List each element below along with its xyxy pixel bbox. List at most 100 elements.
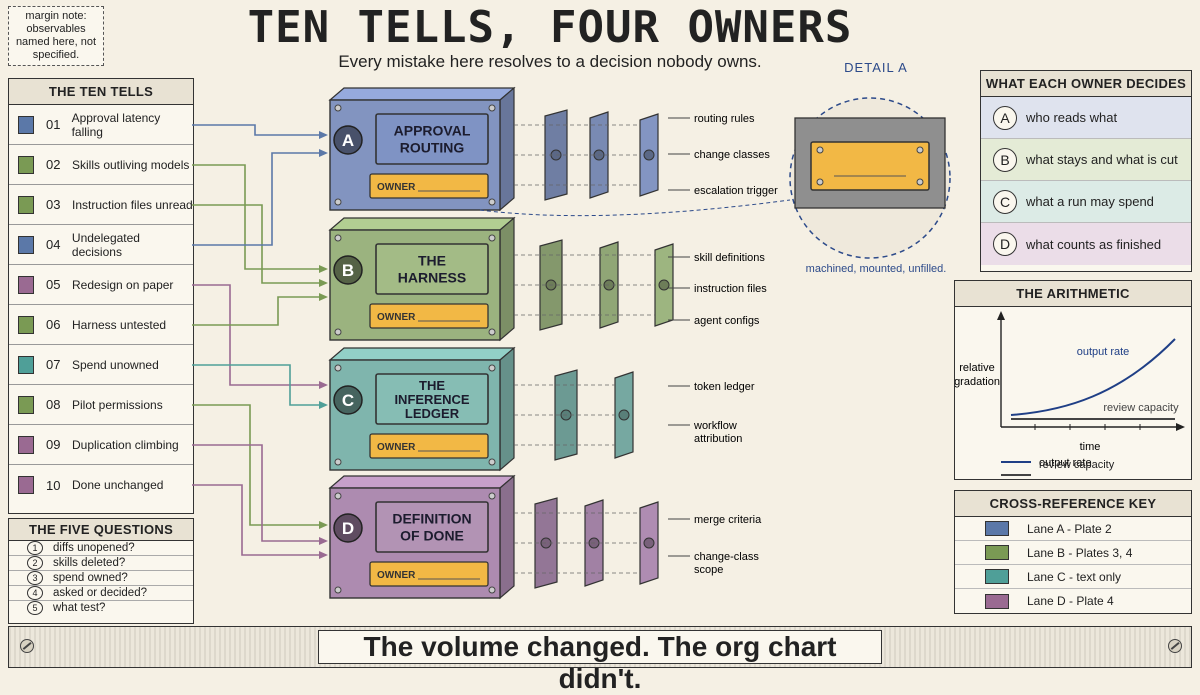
part-label: routing rules [694, 113, 755, 125]
part-label: agent configs [694, 315, 760, 327]
screw-icon [334, 104, 342, 112]
plate-title-line: INFERENCE [394, 392, 469, 407]
screw-icon [334, 492, 342, 500]
screw-icon [1168, 639, 1182, 653]
owner-decision-text: what stays and what is cut [1026, 152, 1178, 167]
owner-plate [369, 561, 489, 587]
tell-color-swatch [18, 115, 34, 134]
y-axis-label-2: gradation [955, 376, 1000, 388]
screw-icon [334, 328, 342, 336]
part-label: change-class [694, 551, 759, 563]
title-plate [375, 113, 489, 165]
review-capacity-label: review capacity [1103, 402, 1179, 414]
legend-output-text: output rate [1039, 457, 1092, 469]
screw-icon [488, 364, 496, 372]
routing-line [192, 204, 326, 284]
box-side-face [499, 86, 515, 212]
plate-title-line: APPROVAL [394, 123, 471, 139]
five-questions-heading: THE FIVE QUESTIONS [9, 519, 193, 541]
screw-icon [334, 586, 342, 594]
detail-leader [479, 199, 791, 217]
part-boss [643, 537, 655, 549]
tell-label: Done unchanged [72, 478, 164, 492]
plate-title-line: ROUTING [400, 140, 465, 156]
key-row: Lane C - text only [955, 565, 1191, 589]
screw-icon [334, 458, 342, 466]
key-text: Lane B - Plates 3, 4 [1027, 545, 1133, 560]
owner-plate [369, 173, 489, 199]
footer-slogan: The volume changed. The org chart didn't… [318, 630, 882, 694]
part-label: merge criteria [694, 514, 762, 526]
box-top-face [328, 347, 516, 361]
box-side-face [499, 346, 515, 472]
question-text: what test? [53, 602, 106, 614]
owner-label: OWNER [377, 442, 416, 453]
tell-label: Instruction files unread [72, 197, 193, 212]
key-row: Lane B - Plates 3, 4 [955, 541, 1191, 565]
screw-icon [488, 458, 496, 466]
part-label: change classes [694, 149, 770, 161]
tell-color-swatch [18, 195, 34, 214]
box-top-face [328, 87, 516, 101]
owners-heading: WHAT EACH OWNER DECIDES [981, 71, 1191, 97]
arithmetic-heading: THE ARITHMETIC [955, 281, 1191, 307]
title-plate [375, 501, 489, 553]
question-number: 3 [27, 571, 43, 585]
title-plate [375, 373, 489, 425]
arithmetic-panel: THE ARITHMETIC relative gradation time o… [954, 280, 1192, 480]
title-plate [375, 243, 489, 295]
routing-arrowhead [319, 537, 328, 545]
routing-arrowhead [319, 265, 328, 273]
routing-arrowhead [319, 131, 328, 139]
part-label: escalation trigger [694, 185, 778, 197]
tell-color-swatch [18, 235, 34, 254]
tell-number: 08 [46, 397, 61, 412]
key-color-swatch [985, 545, 1009, 560]
routing-line [192, 124, 326, 136]
routing-arrowhead [319, 401, 328, 409]
legend-review-text: review capacity [1039, 459, 1115, 471]
key-text: Lane C - text only [1027, 569, 1122, 584]
arithmetic-chart: relative gradation time output rate revi… [954, 311, 1185, 476]
question-text: diffs unopened? [53, 542, 135, 554]
routing-arrowhead [319, 551, 328, 559]
screw-icon [334, 198, 342, 206]
part-boss [618, 409, 630, 421]
box-side-face [499, 216, 515, 342]
routing-arrowhead [319, 149, 328, 157]
plate-letter: D [342, 519, 354, 538]
screw-icon [488, 198, 496, 206]
key-color-swatch [985, 593, 1009, 609]
question-text: asked or decided? [53, 587, 147, 599]
plate-title-line: LEDGER [405, 406, 460, 421]
owner-letter-badge: D [993, 232, 1017, 256]
output-rate-line [1010, 338, 1176, 416]
part-label: attribution [694, 433, 742, 445]
owner-decision-text: who reads what [1026, 110, 1118, 125]
tell-number: 05 [46, 277, 61, 292]
tell-label: Undelegated decisions [71, 230, 140, 259]
y-axis-label-1: relative [959, 362, 994, 374]
question-number: 2 [27, 556, 43, 570]
tell-label: Skills outliving models [72, 157, 190, 172]
part-label: workflow [693, 420, 737, 432]
owner-letter-badge: A [993, 105, 1017, 130]
cross-reference-heading: CROSS-REFERENCE KEY [955, 491, 1191, 517]
owner-letter-badge: C [993, 189, 1017, 214]
plate-title-line: THE [419, 378, 445, 393]
